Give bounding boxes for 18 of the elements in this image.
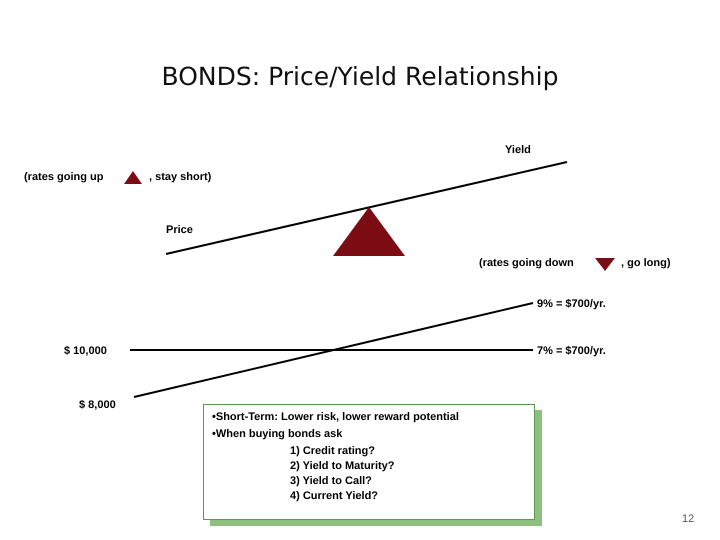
slide-title: BONDS: Price/Yield Relationship [160, 62, 560, 91]
note-text: (rates going up [24, 171, 104, 183]
page-number: 12 [682, 513, 694, 525]
axis-label: Yield [505, 144, 531, 156]
bullet-text: •Short-Term: Lower risk, lower reward potential [212, 411, 460, 424]
list-item: 3) Yield to Call? [289, 475, 373, 488]
list-item: 2) Yield to Maturity? [289, 460, 396, 473]
bullet-text: •When buying bonds ask [212, 428, 344, 441]
note-text: , go long) [621, 257, 670, 269]
price-label: $ 8,000 [79, 399, 116, 411]
price-label: $ 10,000 [64, 345, 107, 357]
list-item: 1) Credit rating? [289, 445, 376, 458]
list-item: 4) Current Yield? [289, 490, 380, 503]
note-text: , stay short) [149, 171, 212, 183]
rate-label: 7% = $700/yr. [537, 345, 606, 357]
rate-label: 9% = $700/yr. [537, 298, 606, 310]
axis-label: Price [166, 224, 193, 236]
note-text: (rates going down [479, 257, 574, 269]
